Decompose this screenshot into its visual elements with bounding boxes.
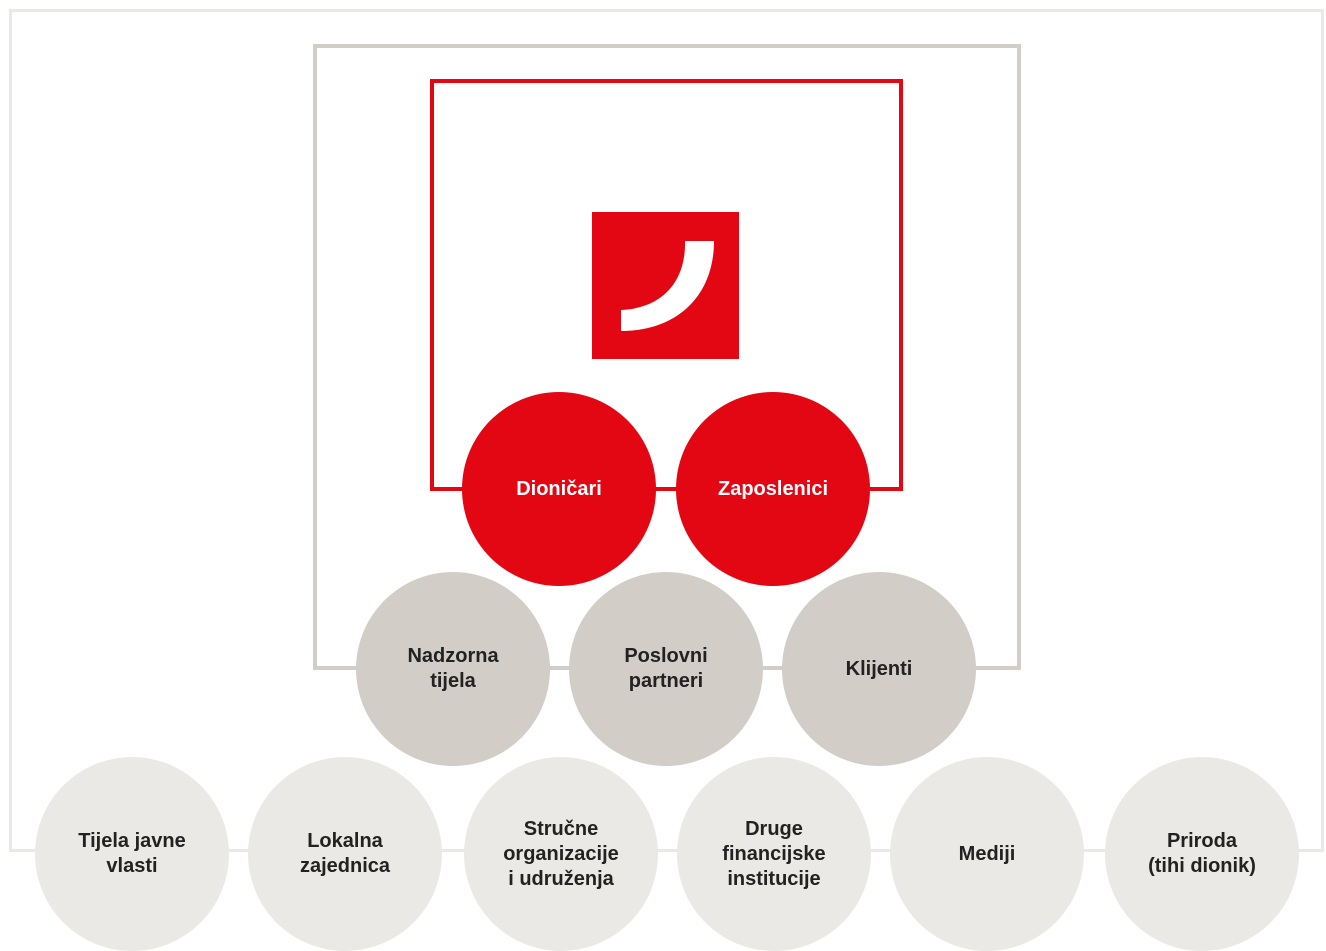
inner-stakeholder-frame <box>430 79 903 491</box>
node-label: Tijela javne vlasti <box>78 830 186 877</box>
stakeholder-node-nature: Priroda (tihi dionik) <box>1105 757 1299 951</box>
node-label: Zaposlenici <box>717 477 829 500</box>
brand-logo-icon <box>621 241 714 331</box>
node-label: Klijenti <box>845 657 913 680</box>
inner-ring-connector <box>430 487 903 491</box>
stakeholder-node-shareholders: Dioničari <box>462 392 656 586</box>
stakeholder-node-public-authorities: Tijela javne vlasti <box>35 757 229 951</box>
outer-ring-connector <box>9 849 1324 852</box>
node-label: Mediji <box>958 842 1016 865</box>
stakeholder-node-supervisory-bodies: Nadzorna tijela <box>356 572 550 766</box>
node-label: Priroda (tihi dionik) <box>1148 830 1256 877</box>
stakeholder-node-professional-organizations: Stručne organizacije i udruženja <box>464 757 658 951</box>
stakeholder-node-clients: Klijenti <box>782 572 976 766</box>
brand-logo <box>592 212 739 359</box>
stakeholder-node-media: Mediji <box>890 757 1084 951</box>
node-label: Poslovni partneri <box>624 645 708 692</box>
stakeholder-node-employees: Zaposlenici <box>676 392 870 586</box>
node-label: Lokalna zajednica <box>299 830 391 877</box>
stakeholder-node-local-community: Lokalna zajednica <box>248 757 442 951</box>
stakeholder-node-business-partners: Poslovni partneri <box>569 572 763 766</box>
node-label: Nadzorna tijela <box>407 645 499 692</box>
stakeholder-node-financial-institutions: Druge financijske institucije <box>677 757 871 951</box>
outer-stakeholder-frame <box>9 9 1324 852</box>
node-label: Druge financijske institucije <box>722 817 826 890</box>
middle-stakeholder-frame <box>313 44 1021 670</box>
node-label: Dioničari <box>516 477 602 500</box>
node-label: Stručne organizacije i udruženja <box>503 817 619 890</box>
